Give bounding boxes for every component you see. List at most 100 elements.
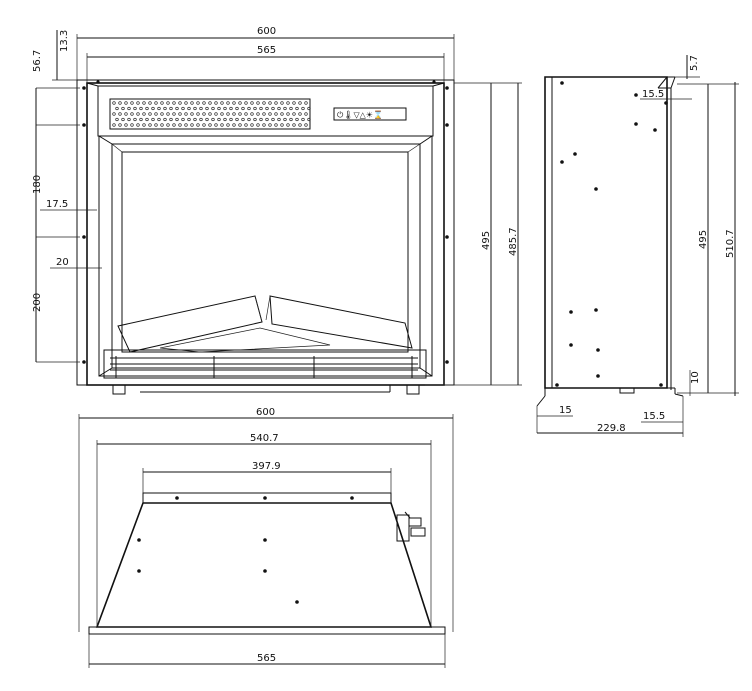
grille-perforation xyxy=(196,112,200,116)
flange-hole xyxy=(82,86,86,90)
grille-perforation xyxy=(196,101,200,105)
front-body-outline xyxy=(86,82,445,386)
grille-perforation xyxy=(184,123,188,127)
grille-perforation xyxy=(244,112,248,116)
grille-perforation xyxy=(304,101,308,105)
grille-perforation xyxy=(124,101,128,105)
grille-perforation xyxy=(271,117,275,122)
grille-perforation xyxy=(274,101,278,105)
grille-perforation xyxy=(295,106,299,111)
grille-perforation xyxy=(304,123,308,127)
grille-perforation xyxy=(181,117,185,122)
flange-hole xyxy=(445,86,449,90)
dim-front-width-565: 565 xyxy=(257,45,276,56)
grille-perforation xyxy=(307,117,311,122)
dim-front-17-5: 17.5 xyxy=(46,199,68,210)
side-hole xyxy=(664,101,668,105)
grille-perforation xyxy=(202,101,206,105)
side-hole xyxy=(594,308,598,312)
grille-perforation xyxy=(178,123,182,127)
grille-perforation xyxy=(268,112,272,116)
grille-perforation xyxy=(220,112,224,116)
side-hole xyxy=(569,343,573,347)
grille-perforation xyxy=(154,101,158,105)
grille-perforation xyxy=(286,112,290,116)
flange-hole xyxy=(82,123,86,127)
dim-side-495: 495 xyxy=(698,230,709,249)
grille-perforation xyxy=(235,117,239,122)
grille-perforation xyxy=(145,117,149,122)
grille-perforation xyxy=(169,106,173,111)
grille-perforation xyxy=(232,101,236,105)
grille-perforation xyxy=(292,101,296,105)
top-back-strip xyxy=(142,492,392,504)
grille-perforation xyxy=(202,112,206,116)
grille-perforation xyxy=(217,117,221,122)
grille-perforation xyxy=(238,123,242,127)
dim-front-width-600: 600 xyxy=(257,26,276,37)
grille-perforation xyxy=(124,123,128,127)
grille-perforation xyxy=(223,106,227,111)
grille-perforation xyxy=(118,112,122,116)
grille-perforation xyxy=(199,106,203,111)
firebox-frame-outer xyxy=(98,135,433,377)
grille-perforation xyxy=(139,117,143,122)
flange-hole xyxy=(82,360,86,364)
grille-perforation xyxy=(259,106,263,111)
grille-perforation xyxy=(262,123,266,127)
grille-perforation xyxy=(211,106,215,111)
dim-front-495: 495 xyxy=(481,231,492,250)
grille-perforation xyxy=(265,106,269,111)
grille-perforation xyxy=(175,117,179,122)
side-hole xyxy=(634,93,638,97)
foot xyxy=(112,384,126,395)
grille-perforation xyxy=(262,101,266,105)
grille-perforation xyxy=(157,117,161,122)
grille-perforation xyxy=(220,123,224,127)
grille-perforation xyxy=(133,117,137,122)
grille-perforation xyxy=(253,117,257,122)
grille-perforation xyxy=(151,117,155,122)
grille-perforation xyxy=(226,101,230,105)
grille-perforation xyxy=(208,112,212,116)
grille-perforation xyxy=(163,117,167,122)
grille-perforation xyxy=(295,117,299,122)
grille-perforation xyxy=(208,101,212,105)
side-hole xyxy=(569,310,573,314)
flange-hole xyxy=(82,235,86,239)
grille-perforation xyxy=(262,112,266,116)
grille-perforation xyxy=(253,106,257,111)
grille-perforation xyxy=(127,117,131,122)
dim-side-15-5-bottom: 15.5 xyxy=(643,411,665,422)
grille-perforation xyxy=(214,123,218,127)
grille-perforation xyxy=(142,101,146,105)
grille-perforation xyxy=(226,112,230,116)
grille-perforation xyxy=(211,117,215,122)
grille-perforation xyxy=(289,106,293,111)
grille-perforation xyxy=(232,123,236,127)
grille-perforation xyxy=(154,123,158,127)
firebox-back-wall xyxy=(121,151,409,353)
side-hole xyxy=(560,160,564,164)
grille-perforation xyxy=(142,112,146,116)
grille-perforation xyxy=(268,101,272,105)
grille-perforation xyxy=(280,112,284,116)
grille-perforation xyxy=(199,117,203,122)
grille-perforation xyxy=(229,106,233,111)
grille-perforation xyxy=(136,123,140,127)
dim-top-600: 600 xyxy=(256,407,275,418)
grille-perforation xyxy=(298,123,302,127)
grille-perforation xyxy=(127,106,131,111)
grille-perforation xyxy=(112,123,116,127)
control-panel-symbols: ⏻🌡▽△☀⌛ xyxy=(337,110,383,120)
grille-perforation xyxy=(301,117,305,122)
grille-perforation xyxy=(280,123,284,127)
dim-side-510-7: 510.7 xyxy=(725,229,736,258)
side-hole xyxy=(596,374,600,378)
grille-perforation xyxy=(193,106,197,111)
grille-perforation xyxy=(151,106,155,111)
grille-perforation xyxy=(214,101,218,105)
firebox-frame-inner xyxy=(111,143,421,369)
flange-hole xyxy=(445,235,449,239)
